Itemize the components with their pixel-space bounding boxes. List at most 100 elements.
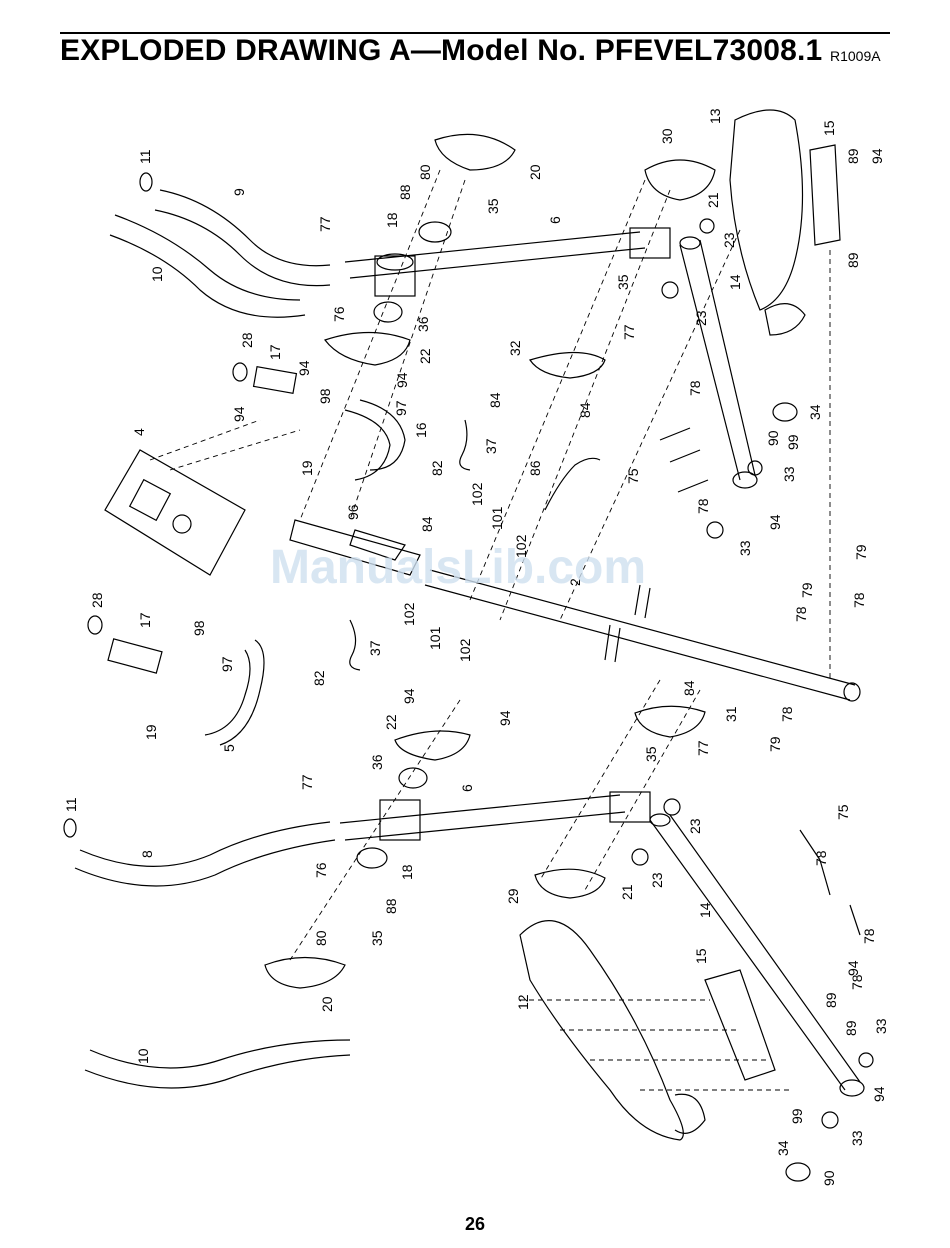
label-28-a: 28	[239, 332, 255, 348]
label-84-c: 84	[419, 516, 435, 532]
watermark: ManualsLib.com	[270, 541, 647, 594]
handlebar-10-outline-top	[114, 214, 301, 301]
wheel-33-c	[858, 1052, 874, 1068]
label-23-a: 23	[721, 232, 737, 248]
label-94-b: 94	[394, 372, 410, 388]
wheel-33-d	[821, 1111, 839, 1129]
label-82-b: 82	[311, 670, 327, 686]
arm-bracket-upper	[629, 227, 671, 259]
label-77-a: 77	[317, 216, 333, 232]
label-19-b: 19	[143, 724, 159, 740]
label-4: 4	[131, 428, 147, 436]
assembly-line-k	[149, 419, 301, 471]
label-32: 32	[507, 340, 523, 356]
label-78-g: 78	[861, 928, 877, 944]
label-98-a: 98	[317, 388, 333, 404]
arm-sleeve-lower	[379, 799, 421, 841]
label-94-f: 94	[401, 688, 417, 704]
pedal-arm-14-lower-foot	[839, 1079, 865, 1097]
label-75-a: 75	[625, 468, 641, 484]
handlebar-16	[344, 399, 406, 481]
label-19-a: 19	[299, 460, 315, 476]
assembly-line-h	[539, 679, 661, 881]
bearing-36-upper	[373, 301, 403, 323]
grip-17-lower	[107, 638, 163, 674]
label-10-bottom: 10	[135, 1048, 151, 1064]
label-94-i: 94	[871, 1086, 887, 1102]
label-23-b: 23	[693, 310, 709, 326]
cover-20-upper	[434, 133, 516, 171]
label-84-b: 84	[577, 402, 593, 418]
pedal-12	[519, 920, 684, 1141]
label-82-a: 82	[429, 460, 445, 476]
upright-6-lower	[339, 794, 626, 841]
console-display	[128, 478, 172, 522]
label-11-bottom: 11	[63, 797, 79, 812]
end-cap-11-lower	[63, 818, 77, 838]
label-17-b: 17	[137, 612, 153, 628]
pedal-arm-14-upper-foot	[732, 471, 758, 489]
arm-sleeve-upper	[374, 255, 416, 297]
label-33-c: 33	[873, 1018, 889, 1034]
wire-harness-86	[544, 457, 601, 511]
label-36-b: 36	[369, 754, 385, 770]
label-15-b: 15	[693, 948, 709, 964]
label-88-a: 88	[397, 184, 413, 200]
label-94-h: 94	[845, 960, 861, 976]
label-17-a: 17	[267, 344, 283, 360]
label-99-b: 99	[789, 1108, 805, 1124]
label-9: 9	[231, 188, 247, 196]
label-97-a: 97	[393, 400, 409, 416]
pedal-13	[729, 109, 804, 311]
label-94-c: 94	[869, 148, 885, 164]
pedal-12-heel	[674, 1093, 706, 1134]
pedal-arm-14-lower-end	[649, 813, 671, 827]
label-78-d: 78	[851, 592, 867, 608]
label-101-b: 101	[427, 626, 443, 650]
assembly-line-j	[520, 999, 790, 1091]
wheel-23-b	[661, 281, 679, 299]
label-36-a: 36	[415, 316, 431, 332]
assembly-line-g	[289, 699, 461, 961]
assembly-line-b	[349, 179, 466, 521]
label-6-b: 6	[459, 784, 475, 792]
label-76-b: 76	[313, 862, 329, 878]
label-78-c: 78	[793, 606, 809, 622]
arm-bracket-lower	[609, 791, 651, 823]
label-13: 13	[707, 108, 723, 124]
label-97-b: 97	[219, 656, 235, 672]
label-15-a: 15	[821, 120, 837, 136]
label-80-a: 80	[417, 164, 433, 180]
bracket-96	[349, 529, 406, 561]
label-89-c: 89	[823, 992, 839, 1008]
arm-sleeve-upper-top	[376, 253, 414, 271]
label-18-b: 18	[399, 864, 415, 880]
label-101-a: 101	[489, 506, 505, 530]
pedal-arm-14-upper	[679, 239, 756, 481]
label-33-b: 33	[737, 540, 753, 556]
upright-6-upper	[344, 231, 646, 279]
label-37-b: 37	[367, 640, 383, 656]
cover-22-upper	[324, 331, 411, 366]
label-33-d: 33	[849, 1130, 865, 1146]
label-35-b: 35	[615, 274, 631, 290]
label-34-b: 34	[775, 1140, 791, 1156]
wheel-33-b	[706, 521, 724, 539]
label-6-a: 6	[547, 216, 563, 224]
bracket-15-upper	[809, 144, 841, 246]
label-14-b: 14	[697, 902, 713, 918]
label-20-a: 20	[527, 164, 543, 180]
cover-22-lower	[394, 730, 471, 761]
drawing-code: R1009A	[830, 48, 881, 64]
label-12: 12	[515, 994, 531, 1010]
wheel-33-a	[747, 460, 763, 476]
page-title: EXPLODED DRAWING A—Model No. PFEVEL73008…	[60, 34, 823, 67]
label-77-c: 77	[695, 740, 711, 756]
assembly-line-i	[584, 689, 701, 891]
label-22-b: 22	[383, 714, 399, 730]
handlebar-9-outline-top	[159, 189, 331, 267]
label-90-b: 90	[821, 1170, 837, 1186]
console-4	[104, 449, 246, 576]
cap-34-upper	[772, 402, 798, 422]
